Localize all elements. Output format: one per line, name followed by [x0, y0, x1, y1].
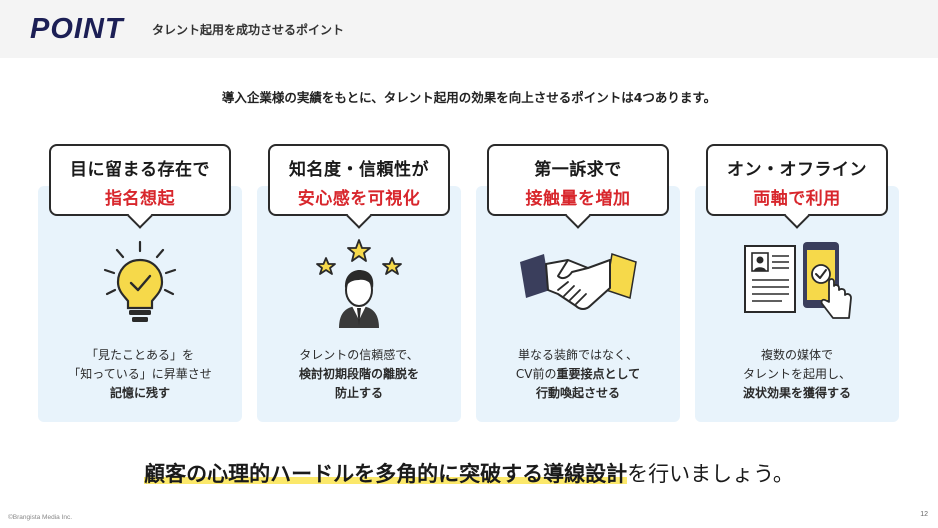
header-bar: POINT タレント起用を成功させるポイント [0, 0, 938, 58]
intro-text: 導入企業様の実績をもとに、タレント起用の効果を向上させるポイントは4つあります。 [221, 90, 717, 105]
conclusion-rest: を行いましょう。 [627, 462, 794, 486]
card-3-title-bubble: 第一訴求で 接触量を増加 [487, 144, 669, 216]
card-1-title-bubble: 目に留まる存在で 指名想起 [49, 144, 231, 216]
card-1-description: 「見たことある」を 「知っている」に昇華させ 記憶に残す [38, 346, 242, 403]
card-2-title-bubble: 知名度・信頼性が 安心感を可視化 [268, 144, 450, 216]
card-2-title-line2: 安心感を可視化 [297, 189, 421, 209]
handshake-icon [476, 238, 680, 328]
card-4-title-line1: オン・オフライン [727, 160, 867, 180]
lightbulb-icon [38, 238, 242, 328]
point-logo: POINT [30, 13, 124, 45]
document-phone-icon [695, 238, 899, 328]
card-3-desc-line2a: CV前の [515, 367, 557, 381]
card-2-desc-line1: タレントの信頼感で、 [299, 348, 419, 362]
card-3-description: 単なる装飾ではなく、 CV前の重要接点として 行動喚起させる [476, 346, 680, 403]
card-3-desc-line3: 行動喚起させる [535, 386, 620, 400]
page-number: 12 [920, 511, 928, 518]
card-1-title-line2: 指名想起 [105, 189, 175, 209]
copyright: ©Brangista Media Inc. [8, 514, 73, 521]
card-1-desc-line1: 「見たことある」を [85, 348, 194, 362]
card-4-desc-line3: 波状効果を獲得する [742, 386, 851, 400]
header-subtitle: タレント起用を成功させるポイント [152, 23, 345, 37]
conclusion-text: 顧客の心理的ハードルを多角的に突破する導線設計を行いましょう。 [0, 458, 938, 488]
person-stars-icon [257, 238, 461, 328]
card-3-title-line1: 第一訴求で [534, 160, 622, 180]
card-4-desc-line2: タレントを起用し、 [742, 367, 851, 381]
card-2-description: タレントの信頼感で、 検討初期段階の離脱を 防止する [257, 346, 461, 403]
card-2-title-line1: 知名度・信頼性が [289, 160, 429, 180]
card-2-desc-line3: 防止する [334, 386, 383, 400]
card-3-desc-line1: 単なる装飾ではなく、 [517, 348, 638, 362]
card-1-title-line1: 目に留まる存在で [70, 160, 210, 180]
card-4-desc-line1: 複数の媒体で [760, 348, 833, 362]
card-3-desc-line2b: 重要接点として [556, 367, 641, 381]
card-1-desc-line2: 「知っている」に昇華させ [68, 367, 212, 381]
card-4-title-bubble: オン・オフライン 両軸で利用 [706, 144, 888, 216]
conclusion-highlight: 顧客の心理的ハードルを多角的に突破する導線設計 [144, 462, 628, 486]
card-2-desc-line2: 検討初期段階の離脱を [298, 367, 419, 381]
card-4-title-line2: 両軸で利用 [753, 189, 841, 209]
card-1-desc-line3: 記憶に残す [109, 386, 170, 400]
card-4-description: 複数の媒体で タレントを起用し、 波状効果を獲得する [695, 346, 899, 403]
card-3-title-line2: 接触量を増加 [525, 189, 631, 209]
